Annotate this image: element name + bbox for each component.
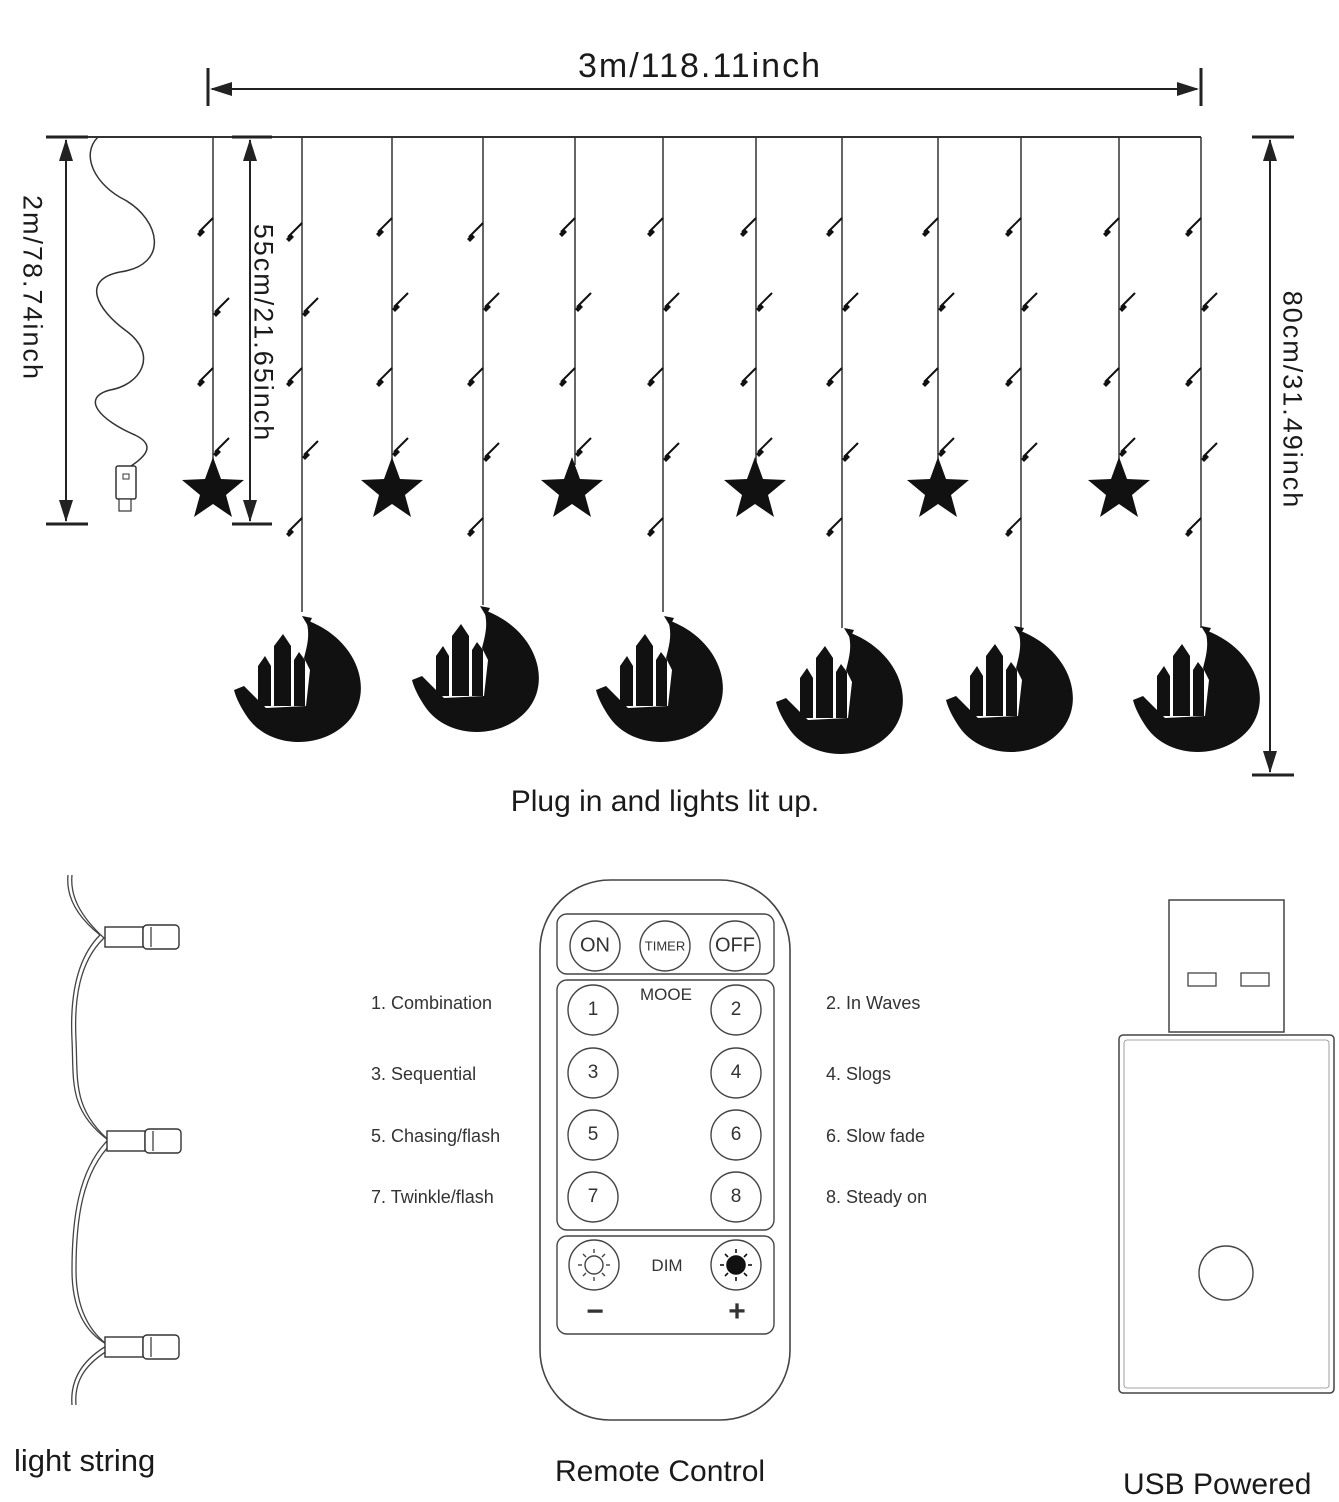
- usb-plug-icon: [1118, 899, 1335, 1394]
- dim-label: DIM: [651, 1256, 683, 1275]
- crescent-moon-icon: [946, 626, 1073, 752]
- mode-button-6: 6: [730, 1124, 742, 1145]
- hanging-strands: [212, 137, 1202, 628]
- light-string-label: light string: [14, 1443, 156, 1478]
- star-icon: [1088, 457, 1150, 517]
- mode-button-8: 8: [730, 1186, 742, 1207]
- crescent-moon-icon: [1133, 626, 1260, 752]
- star-drop-dimension: [232, 135, 272, 526]
- remote-control-illustration: [539, 879, 791, 1421]
- timer-button: TIMER: [644, 938, 686, 954]
- crescent-moon-icon: [234, 616, 361, 742]
- star-icon: [541, 457, 603, 517]
- width-dimension-arrow: [206, 68, 1203, 106]
- dim-minus-label: −: [586, 1295, 604, 1328]
- mode-label-3: 3. Sequential: [371, 1064, 477, 1084]
- mode-button-3: 3: [587, 1062, 599, 1083]
- off-button: OFF: [715, 934, 755, 957]
- mode-label-5: 5. Chasing/flash: [371, 1126, 501, 1146]
- usb-cable: [89, 136, 156, 512]
- remote-control-label: Remote Control: [555, 1455, 766, 1488]
- mode-label-4: 4. Slogs: [826, 1064, 892, 1084]
- star-icon: [182, 457, 244, 517]
- star-drop-label: 55cm/21.65inch: [248, 223, 279, 443]
- width-dimension-label: 3m/118.11inch: [578, 47, 822, 85]
- sun-outline-icon: [578, 1249, 610, 1281]
- mode-label-6: 6. Slow fade: [826, 1126, 926, 1146]
- mode-label-8: 8. Steady on: [826, 1187, 928, 1207]
- light-string-illustration: [67, 874, 182, 1406]
- crescent-moon-icon: [412, 606, 539, 732]
- mode-label-2: 2. In Waves: [826, 993, 921, 1013]
- sun-filled-icon: [720, 1249, 752, 1281]
- mode-label-1: 1. Combination: [371, 993, 493, 1013]
- mode-button-4: 4: [730, 1062, 742, 1083]
- dim-plus-label: +: [728, 1295, 746, 1328]
- star-icon: [907, 457, 969, 517]
- plug-in-caption: Plug in and lights lit up.: [510, 785, 820, 818]
- crescent-moon-icon: [776, 628, 903, 754]
- on-button: ON: [580, 934, 610, 957]
- star-icon: [724, 457, 786, 517]
- moon-drop-label: 80cm/31.49inch: [1277, 290, 1308, 510]
- total-height-dimension: [46, 135, 88, 526]
- mode-button-2: 2: [730, 999, 742, 1020]
- mode-button-5: 5: [587, 1124, 599, 1145]
- moon-drop-dimension: [1252, 135, 1294, 777]
- star-icon: [361, 457, 423, 517]
- mode-button-7: 7: [587, 1186, 599, 1207]
- crescent-moon-icon: [596, 616, 723, 742]
- mode-button-1: 1: [587, 999, 599, 1020]
- mode-label-7: 7. Twinkle/flash: [371, 1187, 494, 1207]
- led-bulbs: [196, 217, 1218, 538]
- mode-header: MOOE: [640, 985, 692, 1004]
- total-height-label: 2m/78.74inch: [17, 194, 48, 382]
- usb-powered-label: USB Powered: [1123, 1468, 1312, 1501]
